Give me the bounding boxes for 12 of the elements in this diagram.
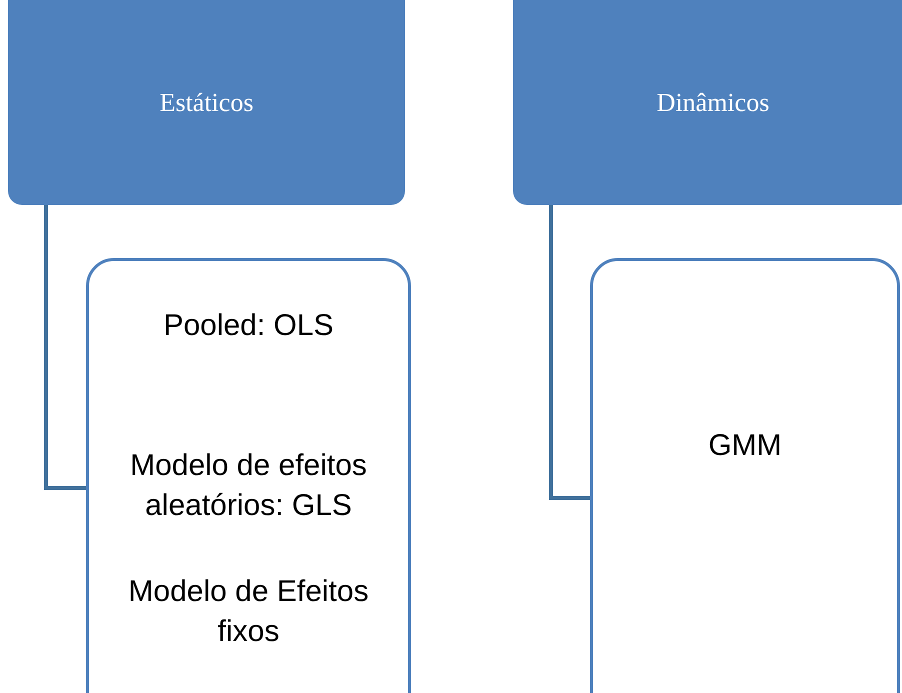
category-title: Dinâmicos (656, 87, 770, 119)
category-title: Estáticos (160, 87, 254, 119)
method-box (590, 258, 900, 693)
category-box (8, 0, 405, 205)
method-text: Pooled: OLS (162, 308, 335, 344)
method-text: Modelo de efeitos aleatórios: GLS (129, 448, 368, 524)
category-box (513, 0, 902, 205)
method-text: GMM (707, 428, 783, 464)
connector-line (44, 205, 86, 490)
connector-line (549, 205, 590, 500)
method-text: Modelo de Efeitos fixos (127, 574, 370, 650)
method-box (86, 258, 411, 693)
